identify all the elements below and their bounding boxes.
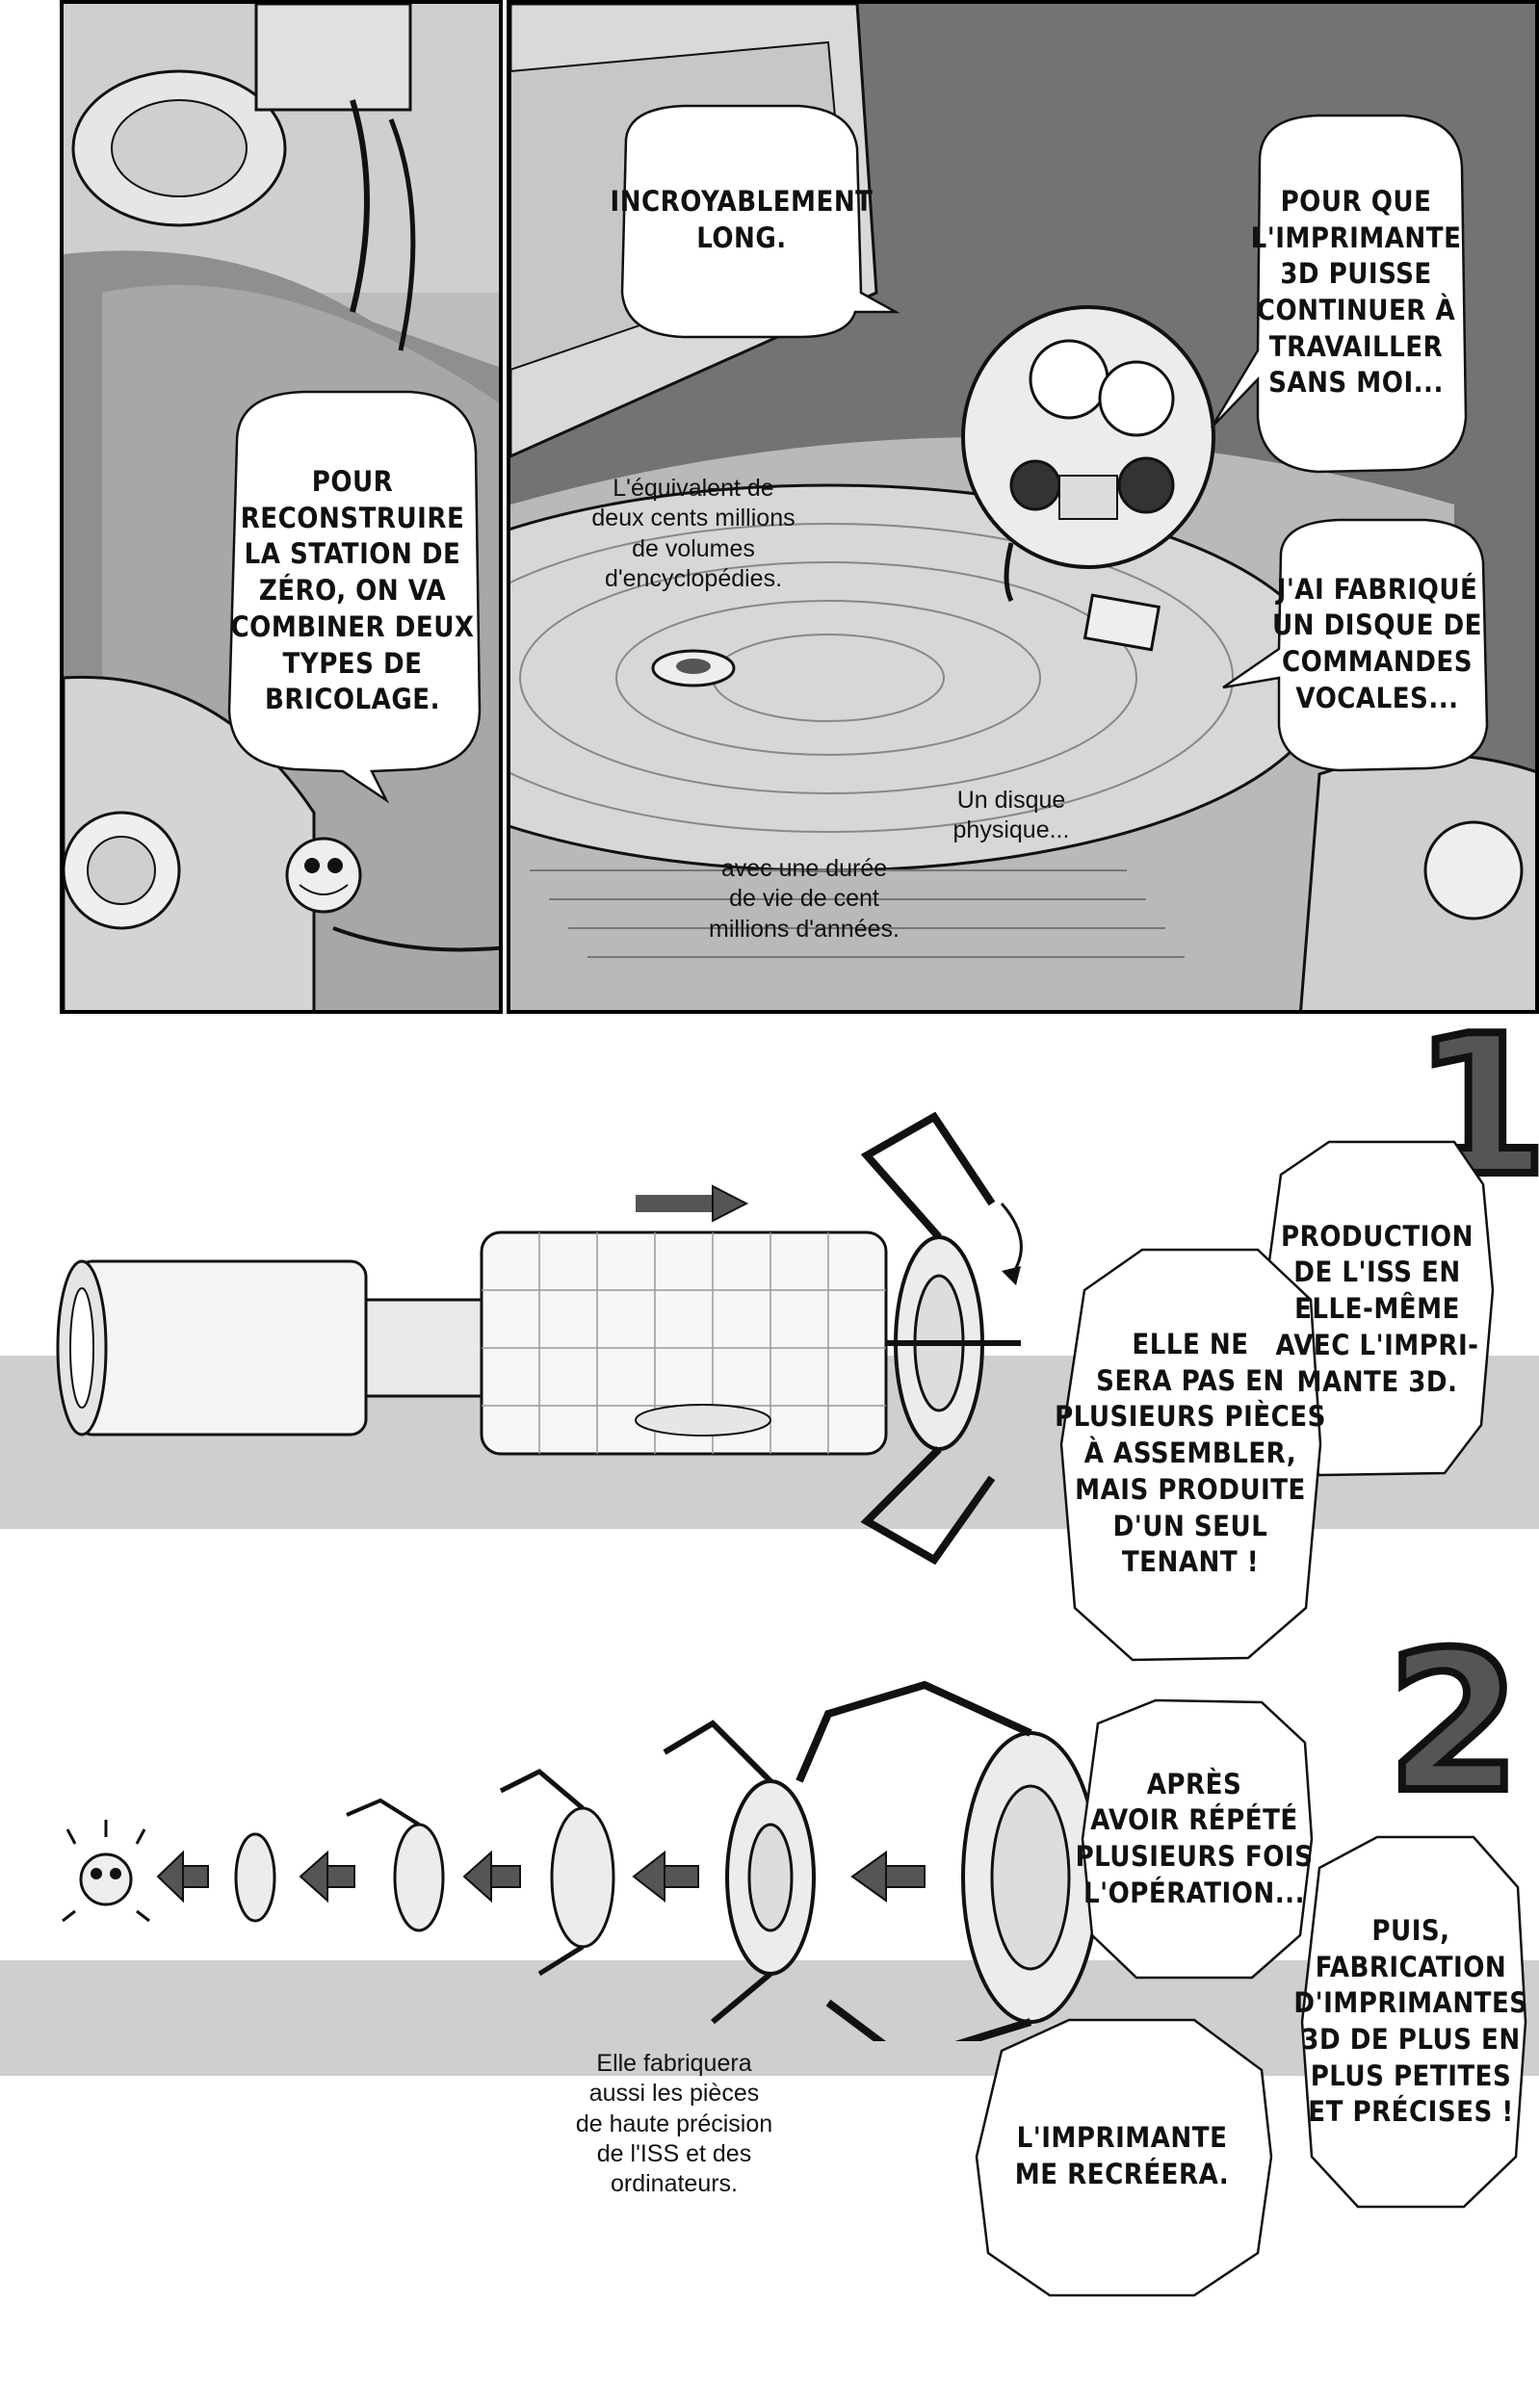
bubble-text: POUR RECONSTRUIRE LA STATION DE ZÉRO, ON…: [230, 465, 475, 716]
bubble-text: POUR QUE L'IMPRIMANTE 3D PUISSE CONTINUE…: [1250, 184, 1462, 400]
speech-bubble-disque-commandes: J'AI FABRIQUÉ UN DISQUE DE COMMANDES VOC…: [1222, 514, 1493, 774]
bubble-text: INCROYABLEMENT LONG.: [610, 185, 874, 254]
bubble-shape: [1210, 114, 1468, 474]
speech-bubble-reconstruire: POUR RECONSTRUIRE LA STATION DE ZÉRO, ON…: [218, 384, 487, 804]
bubble-shape: [620, 104, 900, 339]
speech-bubble-imprimantes-petites: PUIS, FABRICATION D'IMPRIMANTES 3D DE PL…: [1291, 1829, 1531, 2214]
speech-bubble-seul-tenant: ELLE NE SERA PAS EN PLUSIEURS PIÈCES À A…: [1046, 1242, 1335, 1666]
bubble-text: ELLE NE SERA PAS EN PLUSIEURS PIÈCES À A…: [1055, 1328, 1326, 1579]
bubble-shape: [1059, 1248, 1322, 1662]
round-robot: [961, 305, 1215, 652]
iss-printer-diagram-step1: [56, 1111, 1023, 1566]
panel-top-left: POUR RECONSTRUIRE LA STATION DE ZÉRO, ON…: [60, 0, 503, 1014]
tiny-robot: [62, 1820, 150, 1923]
speech-bubble-production-iss: PRODUCTION DE L'ISS EN ELLE-MÊME AVEC L'…: [1252, 1136, 1502, 1483]
bubble-text: PRODUCTION DE L'ISS EN ELLE-MÊME AVEC L'…: [1275, 1219, 1479, 1398]
bubble-text: J'AI FABRIQUÉ UN DISQUE DE COMMANDES VOC…: [1271, 572, 1482, 714]
speech-bubble-me-recreera: L'IMPRIMANTE ME RECRÉERA.: [963, 2012, 1281, 2301]
shrinking-printers-diagram-step2: [62, 1680, 1100, 2041]
bubble-shape: [1222, 518, 1489, 772]
bubble-text: PUIS, FABRICATION D'IMPRIMANTES 3D DE PL…: [1293, 1913, 1528, 2129]
bubble-shape: [975, 2018, 1273, 2297]
step2-gray-band: [0, 1960, 1539, 2076]
step2-number: 2: [1383, 1611, 1525, 1835]
bubble-text: L'IMPRIMANTE ME RECRÉERA.: [1014, 2121, 1230, 2190]
small-spherical-robot: [285, 837, 362, 914]
bubble-text: APRÈS AVOIR RÉPÉTÉ PLUSIEURS FOIS L'OPÉR…: [1075, 1767, 1314, 1909]
speech-bubble-apres-operation: APRÈS AVOIR RÉPÉTÉ PLUSIEURS FOIS L'OPÉR…: [1069, 1695, 1319, 1983]
caption-encyclopedies: L'équivalent de deux cents millions de v…: [591, 475, 796, 592]
speech-bubble-imprimante-3d: POUR QUE L'IMPRIMANTE 3D PUISSE CONTINUE…: [1210, 110, 1472, 476]
caption-pieces-precision: Elle fabriquera aussi les pièces de haut…: [575, 2050, 773, 2197]
printer-ring: [886, 1235, 1021, 1451]
vinyl-disc: [510, 437, 1454, 1010]
caption-disque-physique: Un disque physique...: [952, 787, 1070, 844]
speech-bubble-incroyablement: INCROYABLEMENT LONG.: [607, 100, 900, 341]
panel-top-right: INCROYABLEMENT LONG. POUR QUE L'IMPRIMAN…: [507, 0, 1539, 1014]
bubble-shape: [1081, 1698, 1314, 1980]
bubble-shape: [227, 390, 482, 804]
bubble-shape: [1300, 1835, 1527, 2209]
caption-duree-vie: avec une durée de vie de cent millions d…: [709, 855, 900, 943]
